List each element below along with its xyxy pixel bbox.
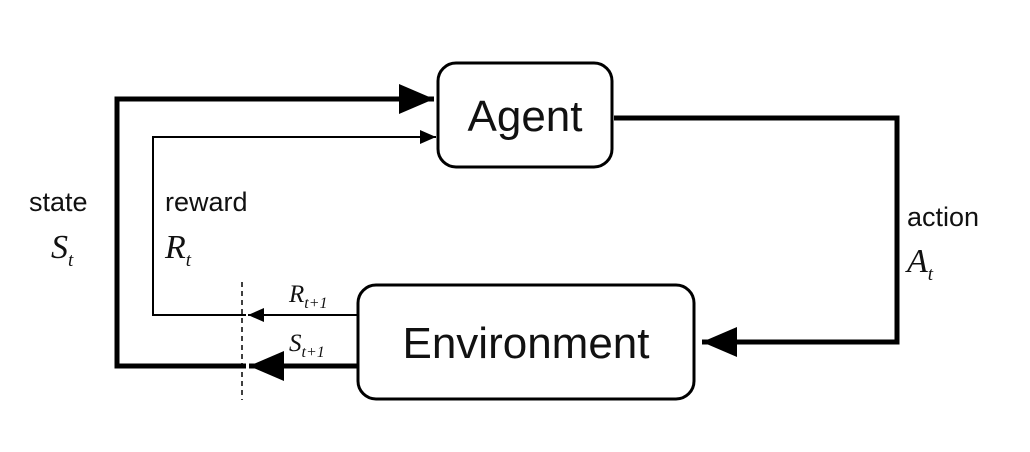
action-label: action (907, 202, 979, 232)
reward-symbol: Rt (164, 229, 192, 271)
next-reward-symbol: Rt+1 (288, 281, 328, 312)
action-arrow (614, 115, 900, 357)
state-arrow (114, 84, 434, 369)
environment-label: Environment (402, 319, 649, 368)
state-label: state (29, 187, 88, 217)
reward-label: reward (165, 187, 248, 217)
agent-label: Agent (468, 92, 583, 141)
next-state-symbol: St+1 (289, 330, 325, 361)
state-symbol: St (51, 229, 74, 271)
action-symbol: At (905, 243, 934, 285)
environment-box: Environment (356, 283, 696, 401)
agent-box: Agent (436, 61, 614, 169)
reward-arrow (152, 130, 436, 316)
